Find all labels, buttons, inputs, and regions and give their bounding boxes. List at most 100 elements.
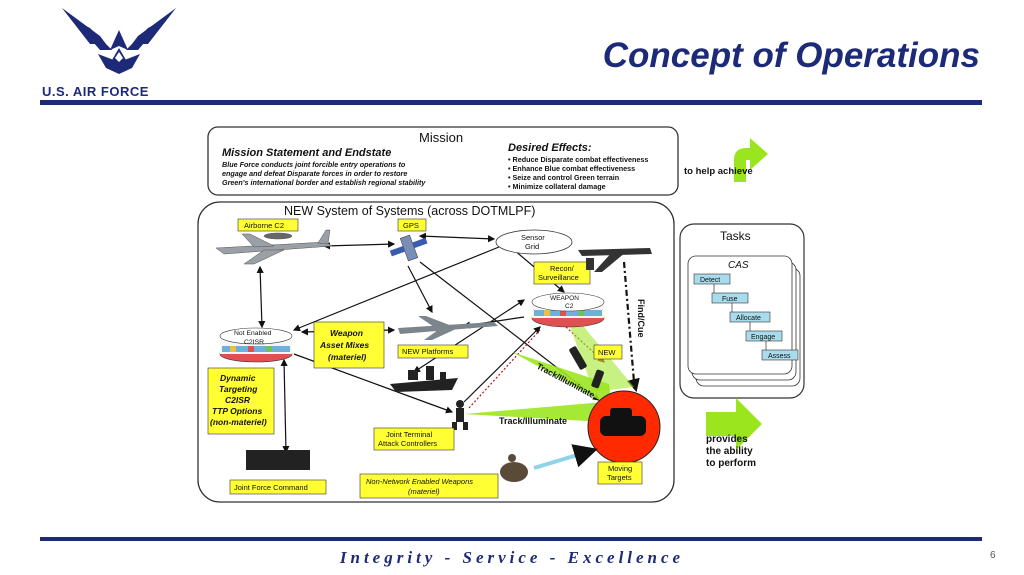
soldier-icon xyxy=(452,400,468,430)
cas-step-engage xyxy=(745,330,783,342)
link-infantry-target xyxy=(533,444,598,470)
weapon-asset-label: Weapon xyxy=(330,328,363,338)
sensor-grid-label: Sensor xyxy=(521,233,545,242)
dynamic-targeting-label: Dynamic xyxy=(220,373,256,383)
weapon-asset-label: (materiel) xyxy=(328,352,366,362)
dynamic-targeting-label: C2ISR xyxy=(225,395,251,405)
footer-motto: Integrity - Service - Excellence xyxy=(339,548,685,567)
link-weaponc2-c2isr xyxy=(412,299,526,373)
cas-step-label: Fuse xyxy=(722,296,738,303)
cas-step-label: Detect xyxy=(700,277,720,284)
c2isr-cylinder xyxy=(219,327,293,363)
dynamic-targeting-label: (non-materiel) xyxy=(210,417,267,427)
dynamic-targeting-label: Targeting xyxy=(219,384,258,394)
recon-label: Surveillance xyxy=(538,273,579,282)
not-enabled-label: Not Enabled xyxy=(234,330,272,337)
mission-box xyxy=(207,126,679,196)
mission-statement-heading: Mission Statement and Endstate xyxy=(222,147,391,159)
weapon-asset-box xyxy=(313,321,385,369)
non-network-box xyxy=(359,473,499,499)
link-airborne-c2isr xyxy=(256,265,266,329)
cas-step-assess xyxy=(761,349,799,361)
find-cue-label: Find/Cue xyxy=(636,299,646,338)
link-jtac-weapon-red xyxy=(468,329,541,409)
link-gps-sensor xyxy=(418,232,496,243)
cas-step-label: Assess xyxy=(768,353,791,360)
sensor-grid-node xyxy=(495,229,573,255)
cas-step-detect xyxy=(693,273,731,285)
link-c2isr-jointforce xyxy=(280,358,290,454)
weapon-c2-label: WEAPON xyxy=(550,295,579,302)
desired-effects-heading: Desired Effects: xyxy=(508,142,592,154)
command-post-icon xyxy=(246,450,310,470)
logo-text: U.S. AIR FORCE xyxy=(42,84,149,99)
desired-effect: • Reduce Disparate combat effectiveness xyxy=(508,155,648,164)
dynamic-targeting-box xyxy=(207,367,275,435)
cas-step-fuse xyxy=(711,292,749,304)
track-illuminate-beam xyxy=(464,402,604,422)
non-network-label: (materiel) xyxy=(408,487,440,496)
jtac-label: Attack Controllers xyxy=(378,439,437,448)
infantry-team-icon xyxy=(500,454,528,482)
fighter-jet-icon xyxy=(398,316,498,340)
desired-effect: • Seize and control Green terrain xyxy=(508,173,619,182)
header-divider xyxy=(40,100,982,105)
cas-step-label: Engage xyxy=(751,334,775,341)
track-illuminate-beam xyxy=(512,352,612,407)
new-label: NEW xyxy=(598,348,616,357)
link-sensor-c2isr xyxy=(292,246,500,332)
mission-statement-line: Green's international border and establi… xyxy=(222,178,426,187)
jtac-label: Joint Terminal xyxy=(386,430,432,439)
tasks-title: Tasks xyxy=(720,229,751,243)
help-achieve-label: to help achieve xyxy=(684,166,753,177)
gps-label-box xyxy=(397,218,427,232)
joint-force-label: Joint Force Command xyxy=(234,483,308,492)
new-platforms-box xyxy=(397,344,469,359)
joint-force-box xyxy=(229,479,327,495)
help-achieve-arrow xyxy=(734,138,768,182)
recon-label-box xyxy=(533,261,591,285)
warship-icon xyxy=(390,366,458,392)
awacs-aircraft-icon xyxy=(215,229,333,265)
provides-label: provides xyxy=(706,434,748,445)
new-platforms-label: NEW Platforms xyxy=(402,347,454,356)
munition-icon xyxy=(569,346,604,389)
moving-targets-label: Targets xyxy=(607,473,632,482)
cas-title: CAS xyxy=(728,260,749,271)
non-network-label: Non-Network Enabled Weapons xyxy=(366,477,473,486)
page-title: Concept of Operations xyxy=(602,36,980,75)
link-airborne-gps xyxy=(322,240,396,250)
page-number: 6 xyxy=(990,550,996,561)
airborne-c2-label: Airborne C2 xyxy=(244,221,284,230)
tank-icon xyxy=(600,408,646,436)
moving-targets-label: Moving xyxy=(608,464,632,473)
track-illuminate-label: Track/Illuminate xyxy=(499,416,567,426)
mission-statement-line: engage and defeat Disparate forces in or… xyxy=(222,169,407,178)
weapon-asset-label: Asset Mixes xyxy=(319,340,369,350)
provides-arrow xyxy=(706,398,762,450)
new-box xyxy=(593,344,623,360)
provides-label: to perform xyxy=(706,458,756,469)
dynamic-targeting-label: TTP Options xyxy=(212,406,262,416)
desired-effect: • Minimize collateral damage xyxy=(508,182,606,191)
gps-label: GPS xyxy=(403,221,419,230)
weapon-c2-cylinder xyxy=(531,292,605,328)
desired-effect: • Enhance Blue combat effectiveness xyxy=(508,164,635,173)
mission-statement-line: Blue Force conducts joint forcible entry… xyxy=(222,160,406,169)
system-of-systems-title: NEW System of Systems (across DOTMLPF) xyxy=(284,204,535,218)
air-force-wings-icon xyxy=(62,8,176,74)
sensor-grid-label: Grid xyxy=(525,242,539,251)
jtac-box xyxy=(373,427,455,451)
conops-diagram: Mission Mission Statement and Endstate B… xyxy=(197,126,805,503)
cas-step-label: Allocate xyxy=(736,315,761,322)
weapon-c2-label: C2 xyxy=(565,303,574,310)
cas-step-allocate xyxy=(729,311,771,323)
footer-divider xyxy=(40,537,982,541)
gps-satellite-icon xyxy=(389,234,428,262)
airborne-c2-label-box xyxy=(237,218,299,232)
recon-label: Recon/ xyxy=(550,264,575,273)
mission-title: Mission xyxy=(419,130,463,145)
uav-icon xyxy=(578,248,652,272)
link-jtac-weaponc2 xyxy=(463,326,541,403)
provides-label: the ability xyxy=(706,446,753,457)
